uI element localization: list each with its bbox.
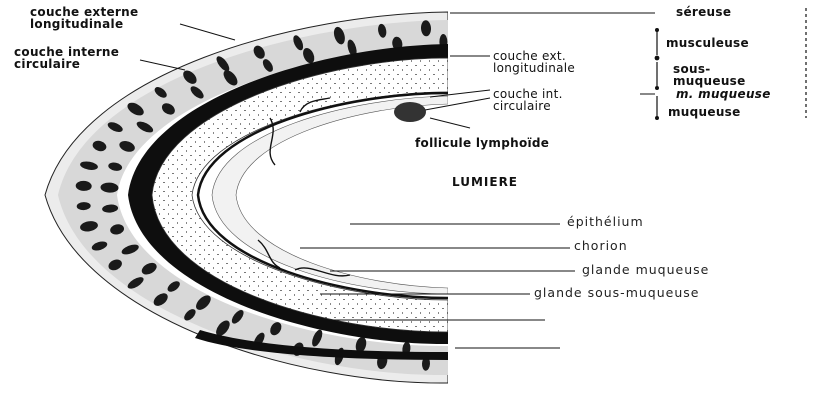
label-submucous-gland: glande sous-muqueuse	[534, 287, 699, 299]
label-mucosa: muqueuse	[668, 106, 741, 118]
label-outer-longitudinal-layer: couche externe longitudinale	[30, 6, 138, 30]
label-lymphoid-follicle: follicule lymphoïde	[415, 137, 549, 149]
label-muscularis-mucosae: m. muqueuse	[676, 88, 771, 100]
label-mucous-gland: glande muqueuse	[582, 264, 709, 276]
label-lumen: LUMIERE	[452, 176, 518, 188]
label-epithelium: épithélium	[567, 216, 644, 228]
label-submucosa: sous- muqueuse	[673, 63, 746, 87]
label-serosa: séreuse	[676, 6, 731, 18]
label-mucosa-int-circular: couche int. circulaire	[493, 88, 563, 112]
label-mucosa-ext-longitudinal: couche ext. longitudinale	[493, 50, 575, 74]
label-chorion: chorion	[574, 240, 628, 252]
label-inner-circular-layer: couche interne circulaire	[14, 46, 119, 70]
label-muscularis: musculeuse	[666, 37, 749, 49]
lymphoid-follicle	[394, 102, 426, 122]
